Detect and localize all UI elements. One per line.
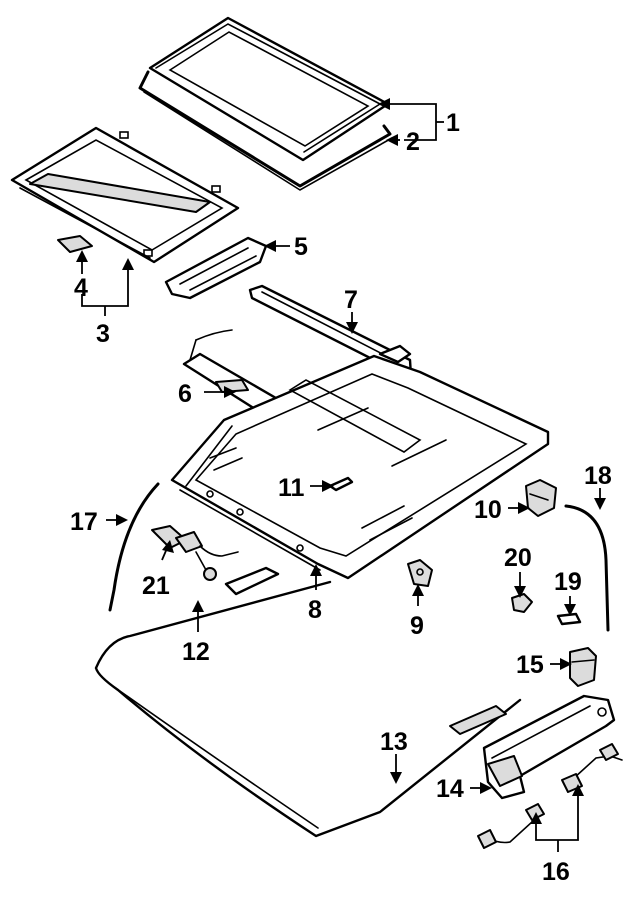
callout-9: 9 [410,612,424,640]
callout-5: 5 [294,233,308,261]
part-4-sunshade-handle [57,235,93,253]
part-10-drive-bracket [525,479,557,517]
callout-17: 17 [70,508,98,536]
arrowheads [76,98,606,824]
callout-4: 4 [74,274,88,302]
part-9-cable-guide [407,559,433,587]
part-11-bracket [328,476,354,492]
callout-12: 12 [182,638,210,666]
callout-13: 13 [380,728,408,756]
callout-19: 19 [554,568,582,596]
part-20-relay [511,593,533,613]
callout-11: 11 [278,474,305,502]
callout-2: 2 [406,128,420,156]
callout-20: 20 [504,544,532,572]
callout-14: 14 [436,775,464,803]
part-21-switch [151,525,239,581]
part-19-connector [556,612,582,626]
part-15-motor [569,647,597,687]
callout-10: 10 [474,496,502,524]
part-12-bezel [224,566,280,596]
callout-3: 3 [96,320,110,348]
part-13-headliner [94,580,522,838]
callout-18: 18 [584,462,612,490]
part-1-glass-panel [148,16,390,162]
callout-6: 6 [178,380,192,408]
part-8-frame [170,354,550,580]
part-2-glass-seal [138,70,393,191]
callout-8: 8 [308,596,322,624]
part-3-sunshade [10,126,240,264]
callout-7: 7 [344,286,358,314]
part-5-front-guide [164,236,268,300]
callout-1: 1 [446,109,460,137]
part-14-drive-assembly [482,694,616,800]
callout-labels: 1 2 3 4 5 6 7 8 9 10 11 12 13 14 15 16 1… [70,109,612,886]
part-17-drain-hose-left [108,482,160,612]
part-18-drain-hose-right [564,504,610,632]
callout-16: 16 [542,858,570,886]
callout-21: 21 [142,572,170,600]
callout-15: 15 [516,651,544,679]
